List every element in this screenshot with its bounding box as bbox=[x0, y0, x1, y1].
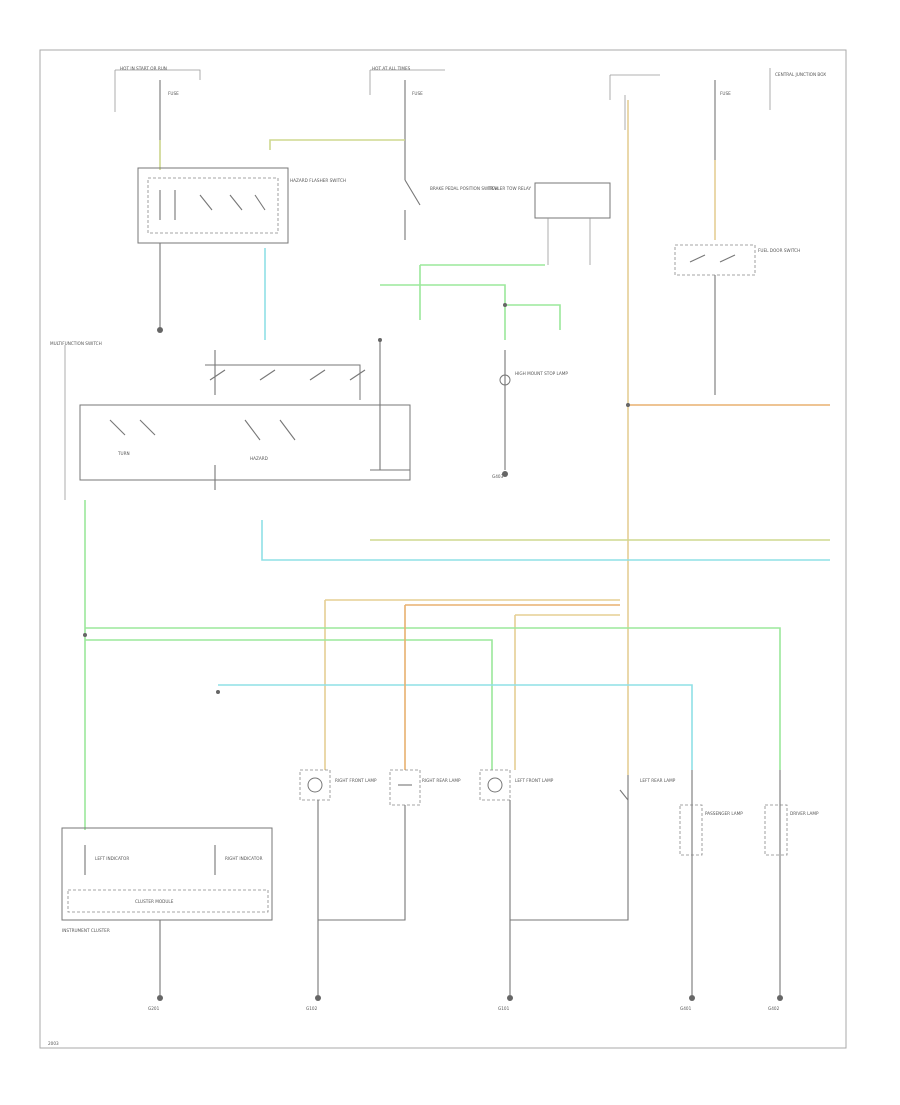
right-front-lamp: RIGHT FRONT LAMP bbox=[299, 769, 377, 995]
multifunction-switch: TURN HAZARD MULTIFUNCTION SWITCH bbox=[50, 340, 411, 500]
trailer-relay-label: TRAILER TOW RELAY bbox=[487, 186, 531, 191]
ground-label-g3: G101 bbox=[498, 1006, 510, 1011]
diagram-frame bbox=[39, 49, 847, 1049]
hazard-flasher-label: HAZARD FLASHER SWITCH bbox=[290, 178, 346, 183]
high-mount-stop-lamp: HIGH MOUNT STOP LAMP bbox=[499, 350, 568, 477]
ground-g4 bbox=[689, 995, 695, 1001]
ground-g2 bbox=[315, 995, 321, 1001]
wires-grn-segment-5 bbox=[85, 639, 493, 770]
ground-g3 bbox=[507, 995, 513, 1001]
ground-symbols: G201 G102 G101 G401 G402 G403 bbox=[148, 474, 783, 1011]
left-rear-label: LEFT REAR LAMP bbox=[640, 778, 676, 783]
wire-lt-grn bbox=[84, 264, 781, 830]
ground-label-g5: G402 bbox=[768, 1006, 780, 1011]
right-rear-label: RIGHT REAR LAMP bbox=[422, 778, 461, 783]
source-label-start-run: HOT IN START OR RUN bbox=[120, 66, 167, 71]
fuel-door-label: FUEL DOOR SWITCH bbox=[758, 248, 800, 253]
left-front-label: LEFT FRONT LAMP bbox=[515, 778, 554, 783]
driver-lamp-label: DRIVER LAMP bbox=[790, 811, 819, 816]
ground-label-g4: G401 bbox=[680, 1006, 692, 1011]
fuse-label-a: FUSE bbox=[168, 91, 179, 96]
instrument-cluster: CLUSTER MODULE LEFT INDICATOR RIGHT INDI… bbox=[61, 827, 273, 995]
left-rear-lamp: LEFT REAR LAMP bbox=[510, 775, 676, 921]
wires-orn-segment-1 bbox=[404, 604, 620, 770]
source-central-junction: FUSE CENTRAL JUNCTION BOX bbox=[609, 68, 826, 160]
hazard-label: HAZARD bbox=[250, 456, 268, 461]
source-label-all-times: HOT AT ALL TIMES bbox=[372, 66, 411, 71]
source-hot-at-all-times: HOT AT ALL TIMES FUSE bbox=[369, 66, 445, 180]
trailer-tow-relay: TRAILER TOW RELAY bbox=[487, 182, 611, 265]
wires-grn-segment-4 bbox=[85, 627, 781, 770]
wires-tan-segment-3 bbox=[514, 614, 620, 770]
wires-blu-segment-2 bbox=[218, 684, 693, 770]
wires-grn-segment-0 bbox=[419, 264, 545, 320]
passenger-lamp-label: PASSENGER LAMP bbox=[705, 811, 743, 816]
left-indicator-label: LEFT INDICATOR bbox=[95, 856, 129, 861]
wires-grn-segment-2 bbox=[505, 304, 561, 330]
high-mount-label: HIGH MOUNT STOP LAMP bbox=[515, 371, 568, 376]
driver-lamp: DRIVER LAMP bbox=[764, 770, 819, 995]
ground-label-g2: G102 bbox=[306, 1006, 318, 1011]
hazard-flasher-switch: HAZARD FLASHER SWITCH bbox=[137, 167, 346, 333]
splice-dots bbox=[83, 303, 630, 694]
wires-blu-segment-1 bbox=[261, 520, 830, 561]
ground-label-g6: G403 bbox=[492, 474, 504, 479]
passenger-lamp: PASSENGER LAMP bbox=[679, 770, 743, 995]
turn-label: TURN bbox=[117, 451, 130, 456]
source-hot-start-run: HOT IN START OR RUN FUSE bbox=[114, 66, 201, 160]
fuse-label-b: FUSE bbox=[412, 91, 423, 96]
right-indicator-label: RIGHT INDICATOR bbox=[225, 856, 263, 861]
fuse-label-c: FUSE bbox=[720, 91, 731, 96]
ground-label-g1: G201 bbox=[148, 1006, 160, 1011]
wire-tan bbox=[324, 100, 716, 775]
wire-orange bbox=[404, 404, 830, 770]
right-front-label: RIGHT FRONT LAMP bbox=[335, 778, 377, 783]
brake-pedal-switch: BRAKE PEDAL POSITION SWITCH bbox=[404, 179, 498, 240]
cluster-module-label: CLUSTER MODULE bbox=[135, 899, 174, 904]
wires-olive-segment-1 bbox=[269, 139, 405, 150]
ground-g5 bbox=[777, 995, 783, 1001]
wires-grn-segment-1 bbox=[380, 284, 506, 340]
ground-g1 bbox=[157, 995, 163, 1001]
fuel-door-switch: FUEL DOOR SWITCH bbox=[674, 244, 800, 395]
page-id: 2003 bbox=[48, 1041, 59, 1046]
wire-lt-blu bbox=[218, 248, 830, 770]
wire-olive bbox=[159, 139, 830, 541]
multifunction-label: MULTIFUNCTION SWITCH bbox=[50, 341, 102, 346]
source-label-cjb: CENTRAL JUNCTION BOX bbox=[775, 72, 826, 77]
instrument-cluster-label: INSTRUMENT CLUSTER bbox=[62, 928, 110, 933]
right-rear-lamp: RIGHT REAR LAMP bbox=[318, 769, 461, 921]
left-front-lamp: LEFT FRONT LAMP bbox=[479, 769, 554, 995]
brake-switch-label: BRAKE PEDAL POSITION SWITCH bbox=[430, 186, 498, 191]
